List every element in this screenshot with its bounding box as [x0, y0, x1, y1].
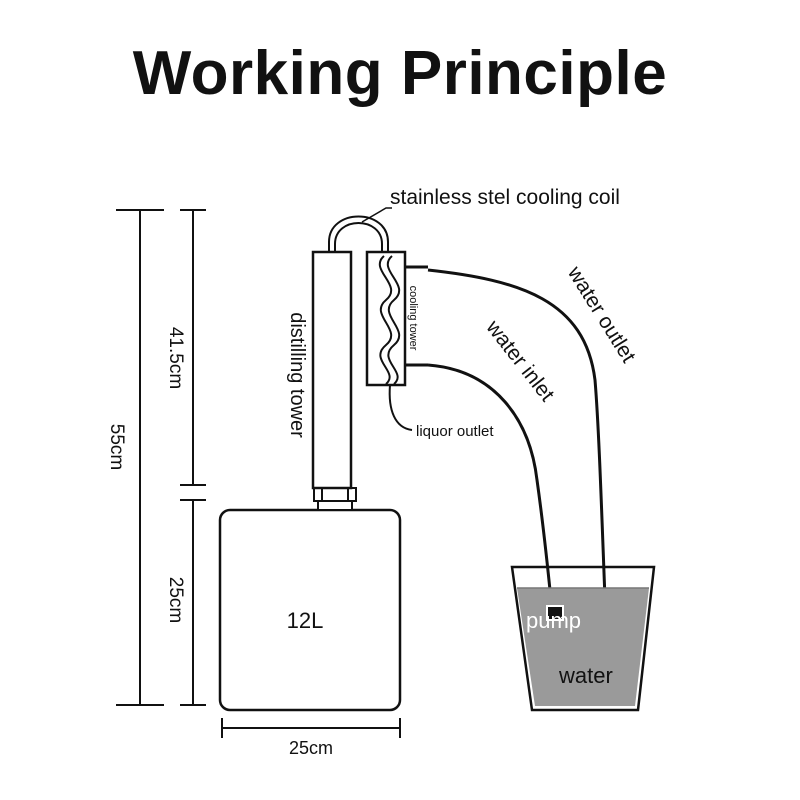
dimension-label-41-5cm: 41.5cm [165, 327, 186, 389]
liquor-outlet-pipe [388, 384, 413, 431]
bucket [510, 565, 656, 712]
dimension-label-25cm-height: 25cm [165, 577, 186, 623]
water-inlet-label: water inlet [481, 315, 559, 405]
cooling-coil [328, 215, 401, 385]
cooling-coil-leader [361, 207, 392, 223]
dimension-25cm-height [180, 499, 206, 706]
pump-label: pump [526, 608, 581, 633]
cooling-tower-label: cooling tower [407, 286, 419, 351]
distilling-tower [311, 250, 353, 490]
liquor-outlet-label: liquor outlet [416, 423, 494, 440]
dimension-label-25cm-width: 25cm [289, 738, 333, 758]
water-outlet-pipe [405, 265, 610, 673]
water-label: water [558, 663, 613, 688]
page-title: Working Principle [132, 39, 668, 108]
dimension-41-5cm [180, 209, 206, 486]
cooling-tower [365, 250, 407, 387]
water-inlet-pipe [405, 363, 553, 601]
pump [546, 605, 564, 621]
tank-volume-label: 12L [287, 608, 324, 633]
dimension-55cm [116, 209, 164, 706]
dimension-25cm-width [221, 718, 401, 738]
boiler-tank [218, 508, 402, 712]
cooling-coil-label: stainless stel cooling coil [390, 186, 620, 209]
bucket-water [517, 588, 649, 706]
water-outlet-label: water outlet [562, 262, 640, 367]
distilling-tower-label: distilling tower [286, 312, 308, 438]
dimension-label-55cm: 55cm [106, 424, 127, 470]
tower-connector [313, 487, 357, 511]
